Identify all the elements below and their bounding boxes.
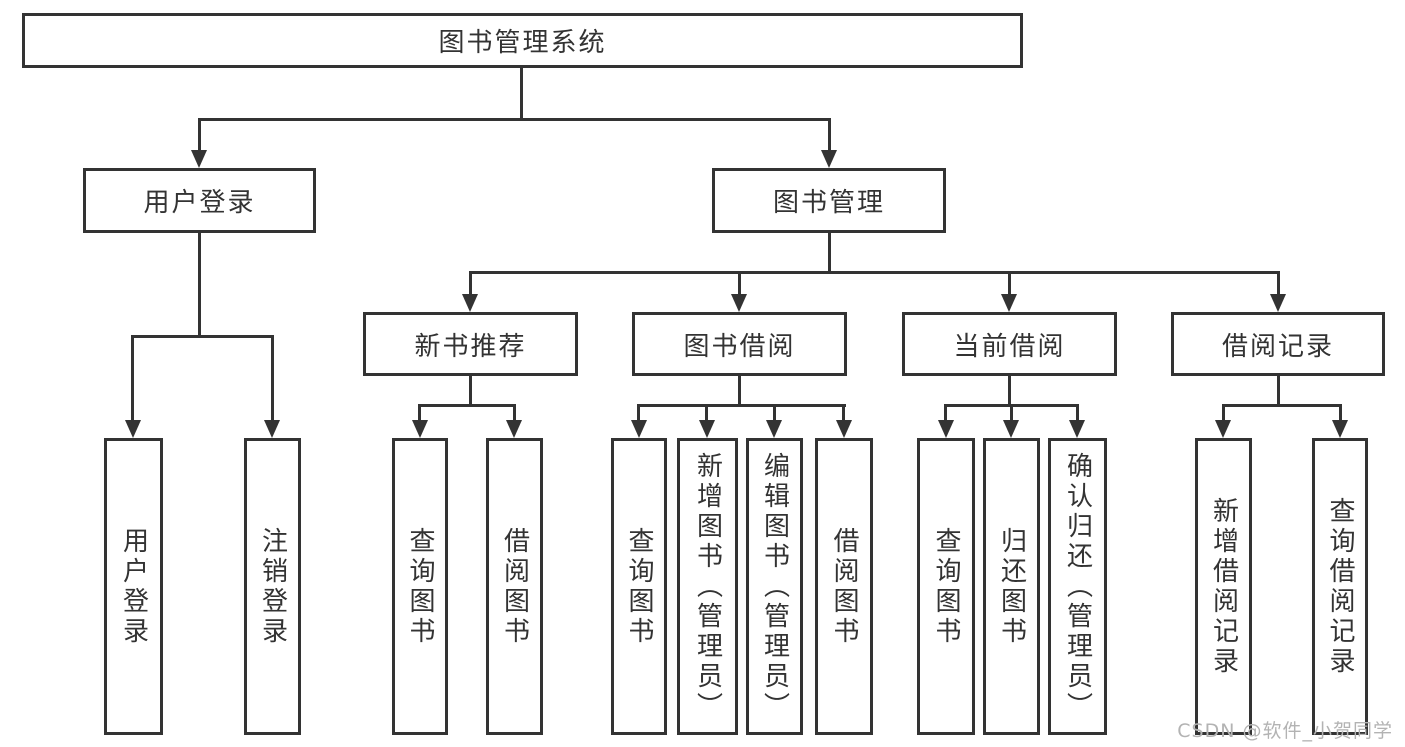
leaf-logout-label: 注销登录: [257, 526, 288, 647]
arrowhead-down: [264, 420, 280, 438]
node-library-system-label: 图书管理系统: [438, 28, 607, 58]
arrowhead-down: [836, 420, 852, 438]
connector-borrowing-branch: [638, 404, 846, 407]
connector-arrow-stem: [1222, 404, 1225, 424]
arrowhead-down: [938, 420, 954, 438]
csdn-watermark: CSDN @软件_小贺同学: [1177, 720, 1393, 742]
connector-arrow-stem: [469, 271, 472, 297]
connector-arrow-stem: [418, 404, 421, 424]
arrowhead-down: [1215, 420, 1231, 438]
leaf-borrow-edit-books-admin: 编辑图书（管理员）: [746, 438, 803, 735]
arrowhead-down: [731, 294, 747, 312]
connector-arrow-stem: [637, 404, 640, 424]
arrowhead-down: [462, 294, 478, 312]
leaf-borrow-add-books-admin-label: 新增图书（管理员）: [692, 451, 723, 722]
arrowhead-down: [1332, 420, 1348, 438]
connector-root-stem: [520, 66, 523, 121]
leaf-borrow-add-books-admin: 新增图书（管理员）: [677, 438, 738, 735]
node-new-book-recommendation-label: 新书推荐: [414, 331, 527, 362]
connector-level2-branch: [469, 271, 1280, 274]
connector-arrow-stem: [1277, 271, 1280, 297]
connector-recommend-stem: [469, 374, 472, 407]
arrowhead-down: [506, 420, 522, 438]
connector-user-login-stem: [198, 231, 201, 338]
node-borrowing-records-label: 借阅记录: [1221, 331, 1334, 362]
node-borrowing-records: 借阅记录: [1171, 312, 1385, 376]
arrowhead-down: [766, 420, 782, 438]
arrowhead-down: [1069, 420, 1085, 438]
node-book-borrowing-label: 图书借阅: [683, 331, 796, 362]
leaf-borrow-borrow-books: 借阅图书: [815, 438, 873, 735]
connector-current-stem: [1008, 374, 1011, 407]
node-library-system: 图书管理系统: [22, 13, 1023, 68]
leaf-borrow-edit-books-admin-label: 编辑图书（管理员）: [759, 451, 790, 722]
arrowhead-down: [191, 150, 207, 168]
connector-level1-branch: [198, 118, 831, 121]
leaf-records-query-record-label: 查询借阅记录: [1325, 496, 1355, 677]
leaf-current-query-books: 查询图书: [917, 438, 975, 735]
leaf-user-login-label: 用户登录: [118, 526, 149, 647]
connector-records-stem: [1277, 374, 1280, 407]
arrowhead-down: [631, 420, 647, 438]
arrowhead-down: [821, 150, 837, 168]
connector-arrow-stem: [131, 335, 134, 423]
node-user-login-label: 用户登录: [143, 188, 256, 218]
leaf-records-add-record-label: 新增借阅记录: [1208, 496, 1239, 677]
node-new-book-recommendation: 新书推荐: [363, 312, 578, 376]
connector-user-login-branch: [132, 335, 273, 338]
node-user-login: 用户登录: [83, 168, 316, 233]
leaf-recommend-query-books-label: 查询图书: [405, 526, 435, 647]
node-book-borrowing: 图书借阅: [632, 312, 847, 376]
connector-arrow-stem: [513, 404, 516, 424]
connector-arrow-stem: [738, 271, 741, 297]
connector-arrow-stem: [271, 335, 274, 423]
leaf-current-return-books: 归还图书: [983, 438, 1040, 735]
connector-arrow-stem: [773, 404, 776, 424]
leaf-current-return-books-label: 归还图书: [996, 526, 1027, 647]
connector-arrow-stem: [1008, 271, 1011, 297]
arrowhead-down: [412, 420, 428, 438]
node-current-borrowing-label: 当前借阅: [953, 331, 1066, 362]
connector-borrowing-stem: [738, 374, 741, 407]
leaf-borrow-query-books: 查询图书: [611, 438, 667, 735]
connector-arrow-stem: [198, 118, 201, 154]
leaf-records-query-record: 查询借阅记录: [1312, 438, 1368, 735]
connector-arrow-stem: [842, 404, 845, 424]
leaf-recommend-query-books: 查询图书: [392, 438, 448, 735]
node-book-management: 图书管理: [712, 168, 946, 233]
arrowhead-down: [125, 420, 141, 438]
connector-arrow-stem: [1076, 404, 1079, 424]
connector-book-mgmt-stem: [828, 231, 831, 274]
connector-recommend-branch: [419, 404, 516, 407]
connector-arrow-stem: [1339, 404, 1342, 424]
connector-arrow-stem: [828, 118, 831, 154]
leaf-current-confirm-return-admin: 确认归还（管理员）: [1048, 438, 1107, 735]
leaf-borrow-query-books-label: 查询图书: [624, 526, 654, 647]
connector-records-branch: [1222, 404, 1342, 407]
connector-arrow-stem: [944, 404, 947, 424]
leaf-recommend-borrow-books-label: 借阅图书: [499, 526, 530, 647]
connector-arrow-stem: [1010, 404, 1013, 424]
node-current-borrowing: 当前借阅: [902, 312, 1117, 376]
leaf-current-query-books-label: 查询图书: [931, 526, 961, 647]
arrowhead-down: [699, 420, 715, 438]
leaf-user-login: 用户登录: [104, 438, 163, 735]
arrowhead-down: [1270, 294, 1286, 312]
leaf-borrow-borrow-books-label: 借阅图书: [829, 526, 859, 647]
leaf-logout: 注销登录: [244, 438, 301, 735]
arrowhead-down: [1001, 294, 1017, 312]
connector-arrow-stem: [705, 404, 708, 424]
node-book-management-label: 图书管理: [772, 188, 885, 218]
leaf-current-confirm-return-admin-label: 确认归还（管理员）: [1062, 451, 1093, 722]
leaf-recommend-borrow-books: 借阅图书: [486, 438, 543, 735]
leaf-records-add-record: 新增借阅记录: [1195, 438, 1252, 735]
arrowhead-down: [1003, 420, 1019, 438]
